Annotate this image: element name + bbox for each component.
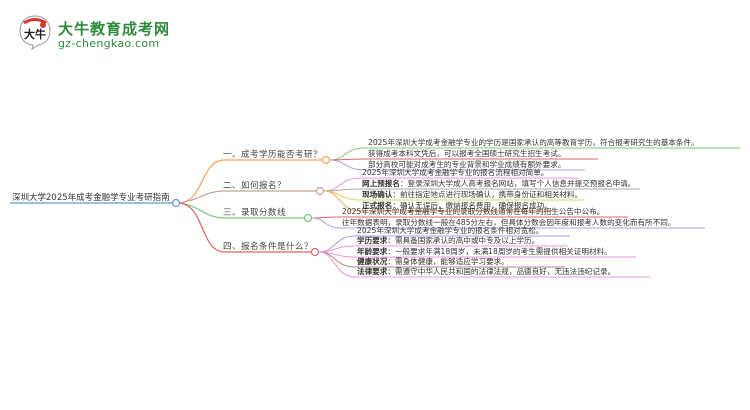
leaf-2-4-label: 正式报名	[362, 201, 393, 210]
leaf-3-2[interactable]: 往年数据表明，录取分数线一般在485分左右，但具体分数会因年度和报考人数的变化而…	[342, 218, 676, 227]
leaf-4-3-label: 年龄要求	[357, 247, 388, 256]
leaf-4-1[interactable]: 2025年深圳大学成考金融学专业的报名条件相对宽松。	[357, 226, 544, 235]
branch-registration-requirements[interactable]: 四、报名条件是什么？	[223, 242, 314, 252]
leaf-1-2[interactable]: 获得成考本科文凭后，可以报考全国硕士研究生招生考试。	[368, 149, 566, 158]
logo-badge-icon: 大牛	[19, 15, 51, 50]
leaf-2-2[interactable]: 网上预报名：登录深圳大学成人高考报名网站，填写个人信息并提交预报名申请。	[362, 179, 636, 188]
leaf-4-4-label: 健康状况	[357, 257, 388, 266]
leaf-3-1[interactable]: 2025年深圳大学成考金融学专业的录取分数线通常在每年的招生公告中公布。	[342, 207, 605, 216]
leaf-4-4[interactable]: 健康状况：需身体健康，能够适应学习要求。	[357, 257, 509, 266]
leaf-2-2-label: 网上预报名	[362, 179, 400, 188]
svg-text:大牛: 大牛	[24, 27, 46, 41]
leaf-4-5[interactable]: 法律要求：需遵守中华人民共和国的法律法规，品德良好，无违法违纪记录。	[357, 267, 616, 276]
leaf-2-3[interactable]: 现场确认：前往指定地点进行现场确认，携带身份证和相关材料。	[362, 190, 583, 199]
branch-can-apply-postgrad[interactable]: 一、成考学历能否考研？	[223, 150, 323, 160]
leaf-4-2[interactable]: 学历要求：需具备国家承认的高中或中专及以上学历。	[357, 236, 540, 245]
leaf-1-1[interactable]: 2025年深圳大学成考金融学专业的学历是国家承认的高等教育学历，符合报考研究生的…	[368, 138, 699, 147]
leaf-1-3[interactable]: 部分高校可能对成考生的专业背景和学业成绩有额外要求。	[368, 160, 566, 169]
logo-url: gz-chengkao.com	[58, 37, 160, 50]
leaf-4-3[interactable]: 年龄要求：一般要求年满18周岁，未满18周岁的考生需提供相关证明材料。	[357, 247, 612, 256]
mindmap-root[interactable]: 深圳大学2025年成考金融学专业考研指南	[12, 193, 170, 203]
site-logo[interactable]: 大牛 大牛教育成考网 gz-chengkao.com	[18, 14, 218, 54]
branch-admission-score[interactable]: 三、录取分数线	[223, 208, 287, 218]
leaf-4-2-label: 学历要求	[357, 236, 388, 245]
leaf-4-5-label: 法律要求	[357, 267, 388, 276]
branch-how-to-register[interactable]: 二、如何报名？	[223, 181, 287, 191]
logo-title: 大牛教育成考网	[58, 20, 171, 38]
leaf-2-3-label: 现场确认	[362, 190, 393, 199]
leaf-2-4[interactable]: 正式报名：确认无误后，缴纳报名费用，确保报名成功。	[362, 201, 552, 210]
leaf-2-1[interactable]: 2025年深圳大学成考金融学专业的报名流程相对简单。	[362, 168, 549, 177]
root-node-dot	[171, 198, 181, 208]
